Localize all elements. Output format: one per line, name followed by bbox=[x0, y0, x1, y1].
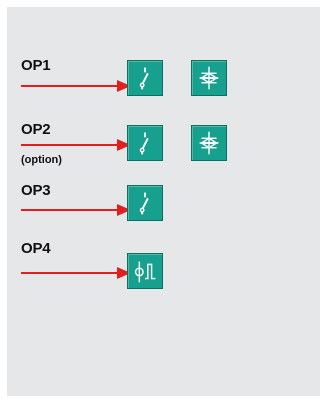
output-row-op4: OP4 bbox=[7, 239, 320, 289]
pulse-output-icon bbox=[127, 253, 163, 289]
switch-icon bbox=[127, 185, 163, 221]
output-label: OP2 bbox=[21, 121, 51, 138]
switch-icon bbox=[127, 60, 163, 96]
output-label: OP4 bbox=[21, 240, 51, 257]
output-row-op3: OP3 bbox=[7, 183, 320, 231]
switch-icon bbox=[127, 125, 163, 161]
output-diagram-panel: OP1 OP2 (option) bbox=[7, 7, 320, 396]
output-label: OP3 bbox=[21, 182, 51, 199]
output-label: OP1 bbox=[21, 57, 51, 74]
option-note: (option) bbox=[21, 154, 62, 166]
output-row-op2: OP2 (option) bbox=[7, 117, 320, 166]
output-row-op1: OP1 bbox=[7, 51, 320, 99]
arrow-icon bbox=[21, 80, 131, 92]
arrow-icon bbox=[21, 139, 131, 151]
arrow-icon bbox=[21, 267, 131, 279]
thyristor-icon bbox=[191, 60, 227, 96]
arrow-icon bbox=[21, 204, 131, 216]
thyristor-icon bbox=[191, 125, 227, 161]
